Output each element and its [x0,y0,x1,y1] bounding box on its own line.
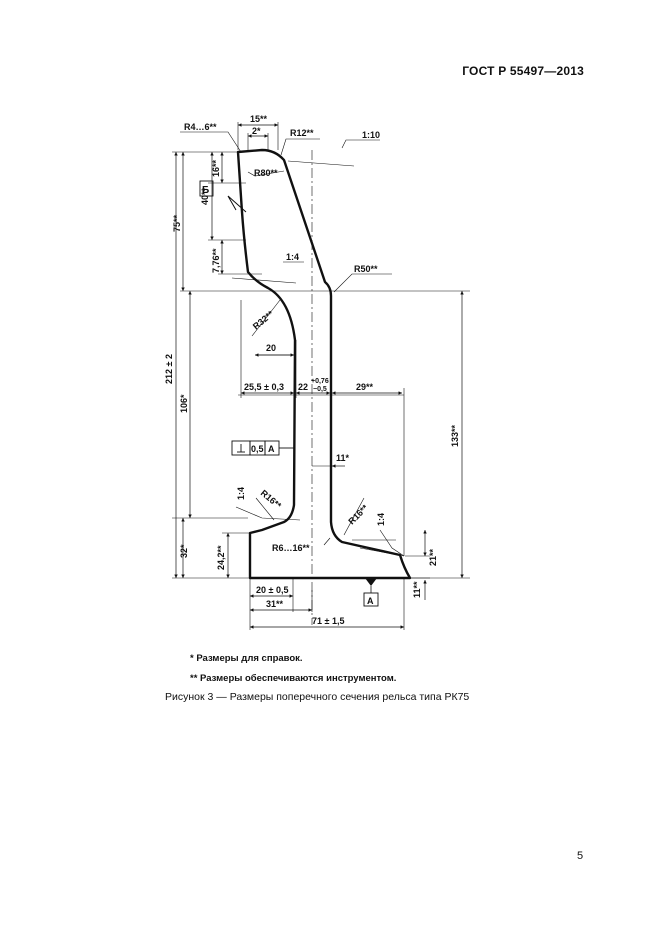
tol-datum: A [268,444,275,454]
dim-w71: 71 ± 1,5 [312,616,344,626]
dim-h24: 24,2** [216,545,226,570]
dim-tol22b: −0,5 [313,386,327,393]
standard-code: ГОСТ Р 55497—2013 [462,64,584,78]
tol-value: 0,5 [251,444,264,454]
dim-h212: 212 ± 2 [164,354,174,384]
dim-slope4c: 1:4 [376,513,386,526]
datum-triangle [365,578,377,586]
dim-w20b: 20 ± 0,5 [256,585,288,595]
dim-w25: 25,5 ± 0,3 [244,382,284,392]
drawing-notes: * Размеры для справок. ** Размеры обеспе… [190,649,396,689]
dim-r50: R50** [354,264,378,274]
dim-slope4b: 1:4 [236,487,246,500]
dim-r12: R12** [290,128,314,138]
dim-w11: 11* [336,453,350,463]
dim-w20: 20 [266,343,276,353]
dim-r32: R32** [251,308,276,331]
dim-w2: 2* [252,126,261,136]
figure-caption: Рисунок 3 — Размеры поперечного сечения … [165,691,470,703]
dim-h106: 106* [179,394,189,413]
dim-h21: 21** [428,548,438,566]
note-reference: * Размеры для справок. [190,653,303,664]
dim-slope4a: 1:4 [286,252,299,262]
dim-tol22a: +0,76 [311,378,329,385]
dim-h7: 7,76** [211,248,221,273]
datum-box [363,592,379,607]
datum-label: A [367,596,374,606]
dim-w15: 15** [250,114,268,124]
note-tooling: ** Размеры обеспечиваются инструментом. [190,673,397,684]
dim-r4: R4…6** [184,122,217,132]
dim-r616: R6…16** [272,543,310,553]
dim-r80: R80** [254,168,278,178]
dim-r16a: R16** [259,488,284,511]
dim-h75: 75** [172,214,182,232]
dim-w22: 22 [298,382,308,392]
dim-h133: 133** [450,424,460,447]
page-number: 5 [577,850,584,862]
section-label: Б [202,185,209,196]
dim-h40: 40** [200,187,210,205]
dim-w31: 31** [266,599,284,609]
tolerance-frame [231,440,294,456]
dim-h32: 32* [179,544,189,558]
dim-w29: 29** [356,382,374,392]
dim-h16: 16** [211,159,221,177]
dim-r16b: R16** [346,502,370,526]
dim-h11: 11** [412,581,422,598]
dim-slope10: 1:10 [362,130,380,140]
